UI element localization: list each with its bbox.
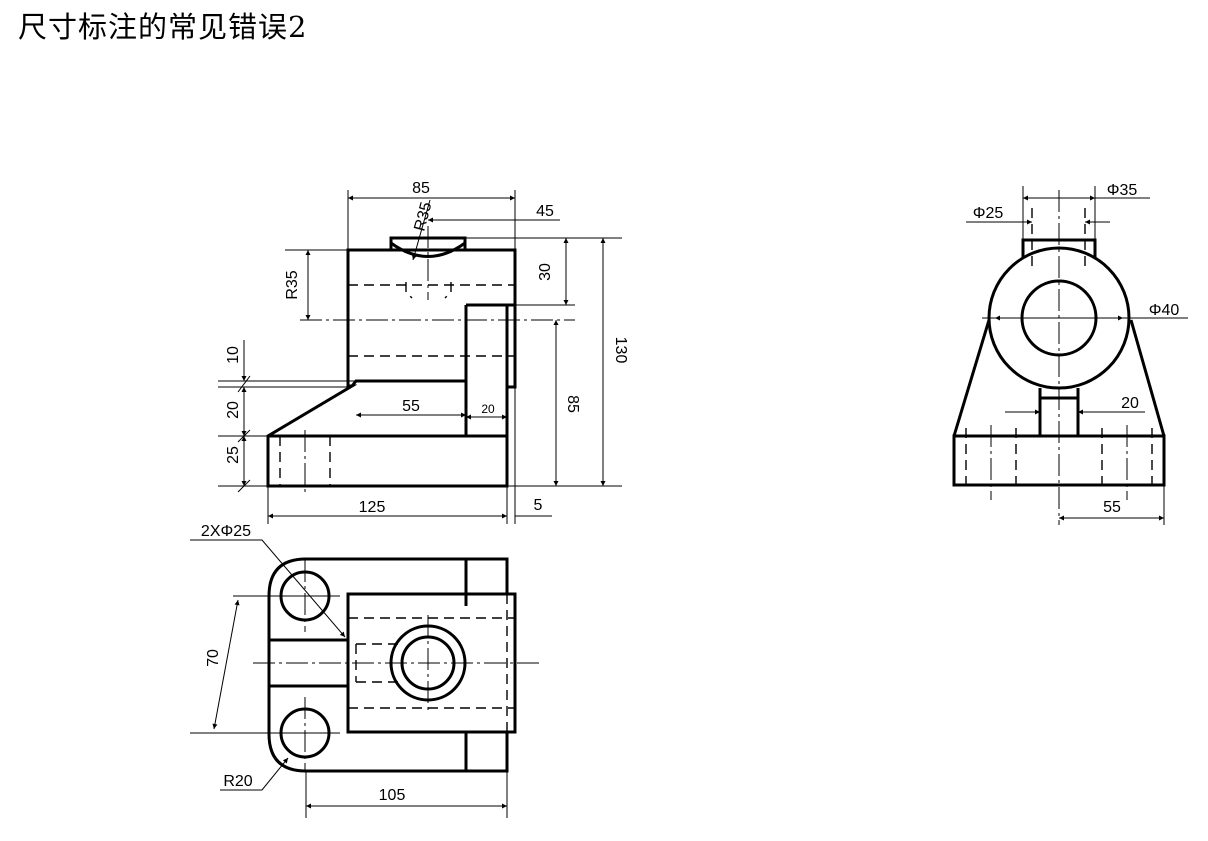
dim-phi40: Φ40 — [1149, 302, 1180, 319]
dim-55-side: 55 — [1103, 499, 1121, 516]
dim-45: 45 — [536, 203, 554, 220]
front-hidden-3 — [405, 282, 413, 299]
dim-20-left: 20 — [225, 401, 242, 419]
top-box-upper — [346, 592, 507, 606]
dim-phi25: Φ25 — [973, 205, 1004, 222]
page-title: 尺寸标注的常见错误2 — [18, 10, 308, 44]
front-view: 85 45 R35 30 130 85 R35 10 2 — [218, 180, 629, 524]
dim-130: 130 — [612, 337, 629, 364]
dim-5: 5 — [534, 497, 543, 514]
front-step-line — [350, 379, 468, 436]
dim-70: 70 — [205, 649, 222, 667]
side-view: Φ35 Φ25 Φ40 20 55 — [952, 182, 1188, 525]
dim-r35-left: R35 — [284, 270, 301, 299]
dim-25: 25 — [225, 446, 242, 464]
top-box-left — [346, 606, 507, 734]
dim-55-front: 55 — [402, 398, 420, 415]
dim-30: 30 — [537, 263, 554, 281]
top-view: 2XΦ25 70 R20 105 — [190, 523, 540, 818]
dim-2x-phi25: 2XΦ25 — [201, 523, 251, 540]
dim-10: 10 — [225, 346, 242, 364]
side-leg-right — [1129, 319, 1166, 437]
front-hidden-4 — [444, 282, 452, 299]
dim-r20: R20 — [223, 773, 252, 790]
front-top-arc — [390, 241, 466, 258]
dim-20-side: 20 — [1121, 395, 1139, 412]
dim-phi35: Φ35 — [1107, 182, 1138, 199]
side-leg-left — [952, 319, 991, 437]
dim-105: 105 — [379, 787, 406, 804]
dim-85-right: 85 — [564, 395, 581, 413]
dim-85-top: 85 — [412, 180, 430, 197]
dim-r35-top: R35 — [411, 200, 435, 233]
front-outline — [266, 248, 517, 488]
dim-125: 125 — [359, 499, 386, 516]
dim-20-small: 20 — [481, 402, 495, 416]
